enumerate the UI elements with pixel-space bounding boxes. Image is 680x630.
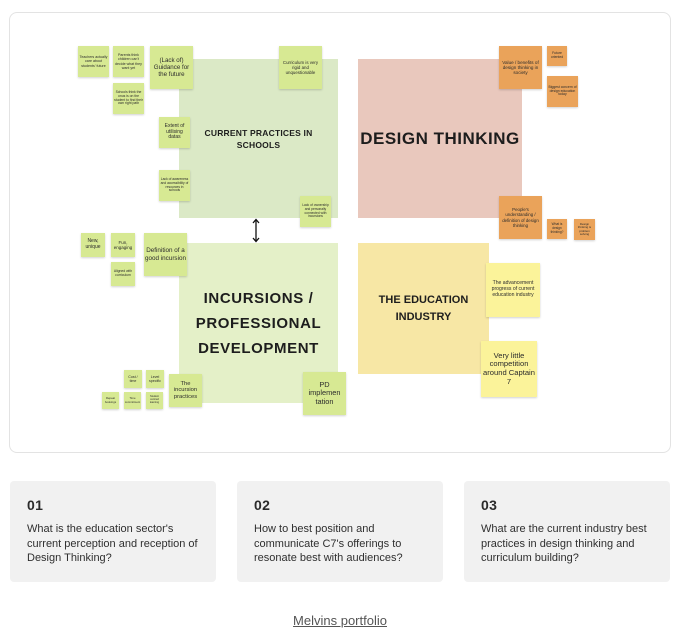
sticky-note: Definition of a good incursion [144,233,187,276]
quadrant-label: CURRENT PRACTICES IN SCHOOLS [204,127,313,150]
sticky-note: PD implemen tation [303,372,346,415]
sticky-note: Lack of ownership and personally connect… [300,196,331,227]
card-text: What are the current industry best pract… [481,523,647,564]
sticky-note: Lack of awareness and accessibility of r… [159,170,190,201]
quadrant-label: INCURSIONS / PROFESSIONAL DEVELOPMENT [195,289,322,357]
portfolio-link[interactable]: Melvins portfolio [293,613,387,628]
question-card-3: 03 What are the current industry best pr… [464,481,670,582]
quadrant-design-thinking: DESIGN THINKING [358,59,522,218]
sticky-note: Extent of utilising datas [159,117,190,148]
sticky-note: Level specific [146,370,164,388]
sticky-note: Student centred learning [146,392,163,409]
sticky-note: Design thinking is problem solving [574,219,595,240]
sticky-note: Teachers actually care about students' f… [78,46,109,77]
sticky-note: Repeat bookings [102,392,119,409]
sticky-note: What is design thinking? [547,219,567,239]
sticky-note: The incursion practices [169,374,202,407]
sticky-note: Aligned with curriculum [111,262,135,286]
quadrant-label: DESIGN THINKING [360,128,520,148]
sticky-note: Fun, engaging [111,233,135,257]
quadrant-education-industry: THE EDUCATION INDUSTRY [358,243,489,374]
card-number: 02 [254,497,271,513]
question-card-2: 02 How to best position and communicate … [237,481,443,582]
sticky-note: Future oriented [547,46,567,66]
card-number: 01 [27,497,44,513]
sticky-note: Curriculum is very rigid and unquestiona… [279,46,322,89]
sticky-note: Biggest concern of design education toda… [547,76,578,107]
card-text: How to best position and communicate C7'… [254,523,403,564]
sticky-note: The advancement progress of current educ… [486,263,540,317]
sticky-note: Time commitment [124,392,141,409]
sticky-note: Very little competition around Captain 7 [481,341,537,397]
sticky-note: Value / benefits of design thinking in s… [499,46,542,89]
quadrant-label: THE EDUCATION INDUSTRY [378,293,469,323]
card-number: 03 [481,497,498,513]
sticky-note: Parents think children can't decide what… [113,46,144,77]
sticky-note: (Lack of) Guidance for the future [150,46,193,89]
sticky-note: New, unique [81,233,105,257]
sticky-note: People's understanding / definition of d… [499,196,542,239]
sticky-note: Cost / time [124,370,142,388]
question-card-1: 01 What is the education sector's curren… [10,481,216,582]
whiteboard-image: CURRENT PRACTICES IN SCHOOLS DESIGN THIN… [9,12,671,453]
sticky-note: Schools think the onus is on the student… [113,83,144,114]
double-arrow-icon [252,218,260,243]
card-text: What is the education sector's current p… [27,523,198,564]
